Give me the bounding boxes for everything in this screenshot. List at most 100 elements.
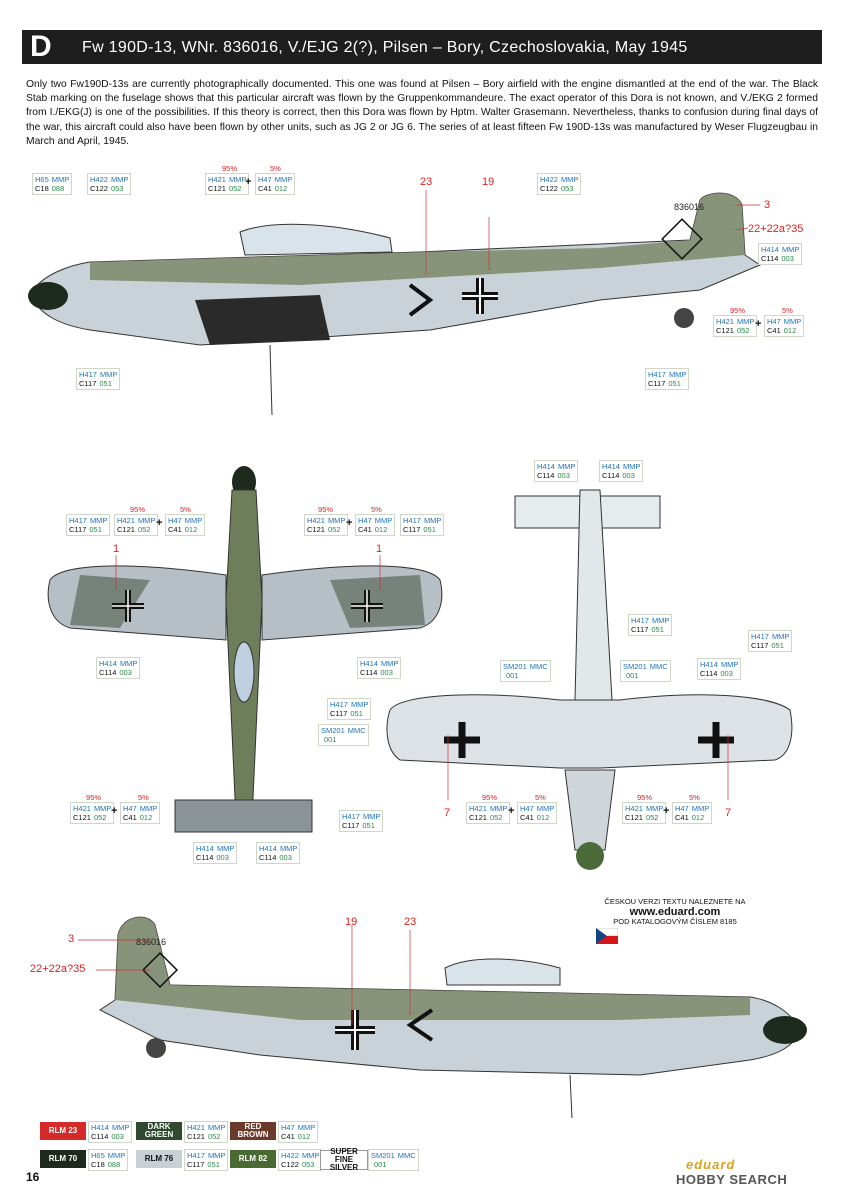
marker-1-left: 1 <box>113 543 120 555</box>
plus-e: + <box>111 805 118 817</box>
pct-5-d: 5% <box>371 505 382 514</box>
plus-a: + <box>245 176 252 188</box>
marker-19-top: 19 <box>482 176 495 188</box>
note-line-2: POD KATALOGOVÝM ČÍSLEM 8185 <box>613 917 737 926</box>
legend-swatch: RLM 76 <box>136 1150 182 1168</box>
tail-serial-bottom: 836016 <box>136 937 166 947</box>
pct-5-f: 5% <box>535 793 546 802</box>
eduard-logo: eduard <box>686 1157 736 1172</box>
side-profile-left: 836016 <box>28 192 762 416</box>
pct-5-e: 5% <box>138 793 149 802</box>
marker-2235-bottom: 22+22a?35 <box>30 963 86 975</box>
pct-5-c: 5% <box>180 505 191 514</box>
pct-95-b: 95% <box>730 306 746 315</box>
pct-95-a: 95% <box>222 164 238 173</box>
pct-95-d: 95% <box>318 505 334 514</box>
pct-5-g: 5% <box>689 793 700 802</box>
marker-2235-top: 22+22a?35 <box>748 223 804 235</box>
marker-19-bottom: 19 <box>345 916 358 928</box>
marker-3-bottom: 3 <box>68 933 75 945</box>
side-profile-right: 836016 <box>99 916 807 1119</box>
profile-header: D Fw 190D-13, WNr. 836016, V./EJG 2(?), … <box>22 30 822 64</box>
top-view <box>47 466 443 833</box>
legend-swatch: RED BROWN <box>230 1122 276 1140</box>
pct-95-f: 95% <box>482 793 498 802</box>
marker-23-bottom: 23 <box>404 916 417 928</box>
plus-b: + <box>755 318 762 330</box>
plus-g: + <box>663 805 670 817</box>
plus-d: + <box>346 517 353 529</box>
legend-swatch: RLM 23 <box>40 1122 86 1140</box>
marker-3-top: 3 <box>764 199 771 211</box>
legend-swatch: RLM 82 <box>230 1150 276 1168</box>
note-line-1: ČESKOU VERZI TEXTU NALEZNETE NA <box>604 897 746 906</box>
page-number: 16 <box>26 1170 40 1184</box>
czech-version-note: ČESKOU VERZI TEXTU NALEZNETE NA www.edua… <box>590 897 760 927</box>
plus-f: + <box>508 805 515 817</box>
marker-23-top: 23 <box>420 176 433 188</box>
profile-title: Fw 190D-13, WNr. 836016, V./EJG 2(?), Pi… <box>82 39 688 56</box>
hobby-search-watermark: HOBBY SEARCH <box>676 1172 788 1187</box>
legend-swatch: SUPER FINE SILVER <box>320 1148 368 1172</box>
pct-95-g: 95% <box>637 793 653 802</box>
intro-text: Only two Fw190D-13s are currently photog… <box>26 79 818 147</box>
tail-serial-top: 836016 <box>674 202 704 212</box>
bottom-view <box>386 489 793 870</box>
profile-letter: D <box>30 30 52 63</box>
marker-1-right: 1 <box>376 543 383 555</box>
pct-95-e: 95% <box>86 793 102 802</box>
pct-95-c: 95% <box>130 505 146 514</box>
pct-5-a: 5% <box>270 164 281 173</box>
czech-flag-icon <box>596 928 618 944</box>
plus-c: + <box>156 517 163 529</box>
legend-swatch: RLM 70 <box>40 1150 86 1168</box>
pct-5-b: 5% <box>782 306 793 315</box>
leader-lines <box>78 190 760 1025</box>
marker-7-left: 7 <box>444 807 451 819</box>
note-url[interactable]: www.eduard.com <box>629 906 721 918</box>
legend-swatch: DARK GREEN <box>136 1122 182 1140</box>
